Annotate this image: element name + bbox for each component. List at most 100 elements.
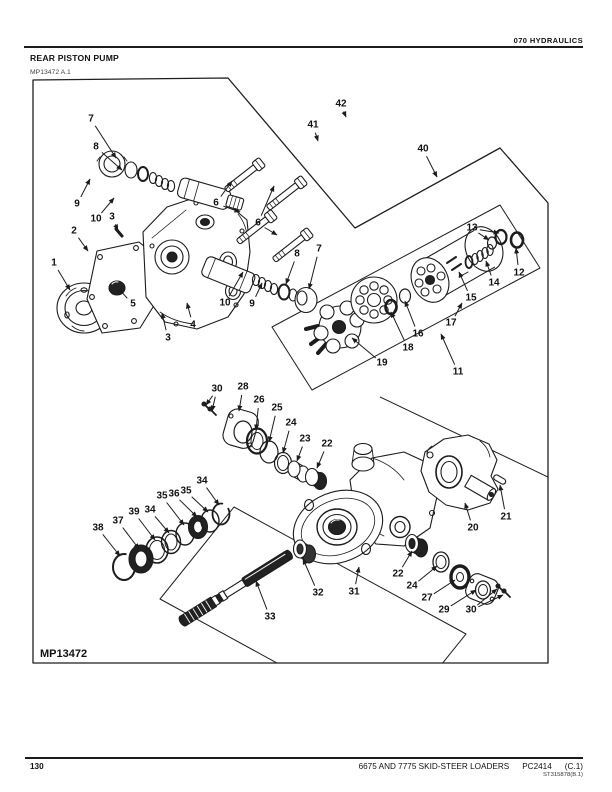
callout-22: 22 — [321, 439, 333, 450]
callout-14: 14 — [488, 278, 500, 289]
leader-line-13 — [479, 229, 500, 235]
part-washer-stack — [112, 502, 231, 581]
callout-19: 19 — [376, 358, 388, 369]
callout-16: 16 — [412, 329, 424, 340]
part-cylinder-block — [410, 226, 504, 303]
footer-right: 6675 AND 7775 SKID-STEER LOADERS PC2414 … — [359, 762, 583, 778]
leader-line-8 — [101, 152, 123, 171]
callout-1: 1 — [51, 258, 57, 269]
callout-35: 35 — [180, 486, 192, 497]
callout-20: 20 — [467, 523, 479, 534]
figure-reference: MP13472 A.1 — [30, 69, 71, 76]
leader-line-10 — [228, 271, 244, 297]
page-number: 130 — [30, 762, 44, 771]
leader-line-30 — [478, 594, 504, 608]
callout-24: 24 — [285, 418, 297, 429]
shaft-group-box — [159, 506, 467, 663]
callout-33: 33 — [264, 612, 276, 623]
part-cap-screws — [224, 157, 314, 263]
part-oring-42 — [326, 114, 368, 150]
leader-line-19 — [351, 337, 377, 359]
callout-40: 40 — [417, 144, 429, 155]
leader-line-26 — [254, 407, 260, 431]
catalog-title: 6675 AND 7775 SKID-STEER LOADERS — [358, 762, 510, 771]
callout-9: 9 — [249, 299, 255, 310]
callout-18: 18 — [402, 343, 414, 354]
callout-42: 42 — [335, 99, 347, 110]
leader-line-13 — [478, 232, 490, 241]
callout-8: 8 — [93, 142, 99, 153]
leader-line-2 — [77, 237, 89, 252]
callout-21: 21 — [500, 512, 512, 523]
part-ring-16 — [398, 288, 412, 304]
leader-line-33 — [255, 580, 268, 610]
catalog-revision: (C.1) — [564, 762, 583, 771]
leader-line-12 — [514, 247, 520, 266]
callout-7: 7 — [88, 114, 94, 125]
callout-30: 30 — [211, 384, 223, 395]
callout-8: 8 — [294, 249, 300, 260]
callout-22: 22 — [392, 569, 404, 580]
leader-line-6 — [223, 205, 241, 213]
page-title: REAR PISTON PUMP — [30, 53, 119, 63]
leader-line-6 — [260, 185, 275, 216]
leader-line-21 — [498, 484, 505, 510]
leader-line-14 — [485, 260, 492, 276]
callout-35: 35 — [156, 491, 168, 502]
callout-23: 23 — [299, 434, 311, 445]
leader-line-42 — [341, 110, 347, 118]
leader-line-3 — [113, 223, 119, 231]
leader-line-16 — [404, 300, 416, 327]
part-rear-housing — [420, 434, 499, 511]
callout-12: 12 — [513, 268, 525, 279]
leader-line-6 — [264, 227, 278, 236]
parts-artwork — [56, 114, 525, 627]
leader-line-30 — [205, 395, 214, 406]
part-pump-housing — [292, 442, 439, 565]
callout-3: 3 — [109, 212, 115, 223]
callout-15: 15 — [465, 293, 477, 304]
part-seal-cover-28 — [222, 408, 259, 449]
leader-line-30 — [210, 396, 216, 412]
leader-line-6 — [220, 180, 233, 197]
leader-line-4 — [185, 302, 192, 318]
leader-line-24 — [282, 430, 290, 454]
leader-line-10 — [101, 197, 115, 214]
callout-5: 5 — [130, 299, 136, 310]
part-relief-valve-right — [201, 256, 318, 314]
callout-6: 6 — [255, 218, 261, 229]
leader-line-36 — [179, 499, 198, 518]
leader-line-25 — [267, 415, 276, 443]
callout-13: 13 — [466, 223, 478, 234]
callout-31: 31 — [348, 587, 360, 598]
leader-line-41 — [313, 132, 319, 142]
callout-30: 30 — [465, 605, 477, 616]
callout-6: 6 — [213, 198, 219, 209]
leader-line-32 — [302, 558, 316, 586]
leader-line-3 — [160, 312, 167, 331]
catalog-code: PC2414 — [522, 762, 552, 771]
part-seal-stack — [245, 427, 328, 491]
leader-line-34 — [154, 515, 170, 534]
callout-26: 26 — [253, 395, 265, 406]
leader-line-40 — [426, 155, 438, 178]
callout-3: 3 — [165, 333, 171, 344]
leader-line-7 — [94, 125, 117, 159]
part-ring-12 — [509, 231, 525, 249]
part-washers-13 — [486, 228, 508, 250]
leader-line-29 — [450, 589, 477, 607]
callout-28: 28 — [237, 382, 249, 393]
part-drive-shaft — [178, 549, 293, 627]
part-bushing-32 — [292, 539, 317, 564]
header-rule — [24, 46, 583, 48]
callout-38: 38 — [92, 523, 104, 534]
leader-line-35 — [166, 502, 185, 526]
leader-line-5 — [118, 288, 128, 299]
leader-line-1 — [57, 269, 71, 291]
callout-24: 24 — [406, 581, 418, 592]
leader-line-38 — [102, 534, 121, 557]
callout-27: 27 — [421, 593, 433, 604]
leader-line-9 — [80, 178, 91, 198]
leader-line-37 — [122, 527, 140, 550]
